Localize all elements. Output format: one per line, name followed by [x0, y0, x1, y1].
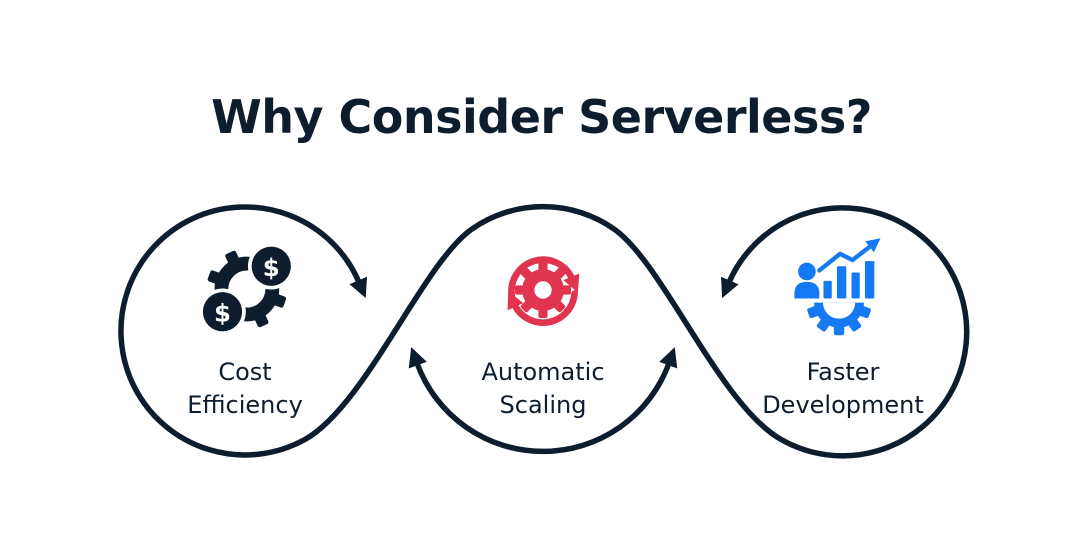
middle-bottom-arc	[408, 347, 678, 455]
page-title: Why Consider Serverless?	[211, 90, 872, 144]
bar-chart-icon	[823, 261, 875, 299]
label-automatic-scaling: Automatic Scaling	[393, 356, 693, 422]
dollar-sign: $	[214, 298, 231, 327]
dollar-coin-icon: $	[199, 288, 246, 336]
sync-arrow-icon	[507, 290, 578, 326]
growth-arrow-icon	[817, 238, 881, 273]
label-cost-efficiency: Cost Efficiency	[95, 356, 395, 422]
person-icon	[794, 262, 820, 299]
sync-arrow-icon	[508, 256, 580, 300]
label-line: Faster	[806, 358, 880, 386]
main-loop-path	[118, 203, 970, 459]
half-gear-icon	[807, 302, 871, 336]
label-line: Development	[762, 391, 924, 419]
label-line: Scaling	[499, 391, 587, 419]
automatic-scaling-icon	[507, 256, 580, 326]
label-line: Automatic	[481, 358, 605, 386]
dollar-coin-icon: $	[247, 242, 295, 290]
cost-efficiency-icon: $ $	[199, 242, 295, 336]
label-faster-development: Faster Development	[693, 356, 993, 422]
label-line: Cost	[218, 358, 272, 386]
label-line: Efficiency	[187, 391, 303, 419]
faster-development-icon	[794, 238, 881, 336]
dollar-sign: $	[263, 253, 280, 282]
